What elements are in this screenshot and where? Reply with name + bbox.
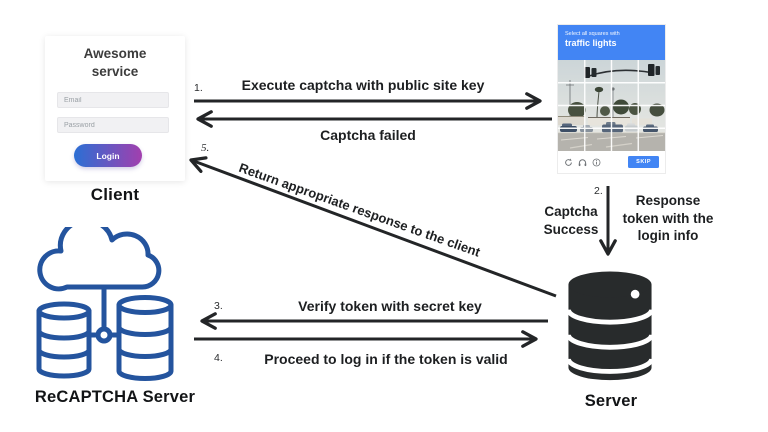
step2-number: 2. — [594, 185, 603, 197]
captcha-instruction: Select all squares with — [565, 31, 620, 37]
captcha-subject: traffic lights — [565, 38, 617, 48]
captcha-image-grid[interactable] — [558, 60, 665, 151]
captcha-success-label: Captcha Success — [543, 204, 599, 237]
captcha-failed-label: Captcha failed — [320, 127, 416, 143]
step5-number: 5. — [201, 142, 210, 154]
login-button[interactable]: Login — [74, 144, 142, 167]
step4-label: Proceed to log in if the token is valid — [264, 351, 508, 367]
step4-number: 4. — [214, 352, 223, 364]
arrow-step5 — [189, 156, 557, 298]
step3-number: 3. — [214, 300, 223, 312]
captcha-header: Select all squares with traffic lights — [558, 25, 665, 60]
captcha-widget: Select all squares with traffic lights — [558, 25, 665, 173]
recaptcha-server-icon — [36, 227, 174, 381]
info-icon[interactable] — [592, 158, 601, 167]
client-label: Client — [90, 185, 140, 204]
server-label: Server — [584, 392, 638, 410]
skip-button[interactable]: SKIP — [628, 156, 659, 168]
step1-number: 1. — [194, 82, 203, 94]
step1-label: Execute captcha with public site key — [241, 77, 485, 93]
response-token-label: Response token with the login info — [622, 193, 714, 244]
step5-label: Return appropriate response to the clien… — [236, 160, 483, 260]
street-scene-image — [558, 60, 665, 151]
headphones-icon[interactable] — [578, 158, 587, 167]
recaptcha-server-label: ReCAPTCHA Server — [34, 388, 196, 406]
server-database-icon — [566, 271, 654, 381]
refresh-icon[interactable] — [564, 158, 573, 167]
captcha-toolbar: SKIP — [558, 151, 665, 173]
step3-label: Verify token with secret key — [298, 298, 482, 314]
app-title: Awesome service — [83, 46, 147, 79]
client-login-card: Awesome service Login — [45, 36, 185, 181]
email-field[interactable] — [57, 92, 169, 108]
password-field[interactable] — [57, 117, 169, 133]
